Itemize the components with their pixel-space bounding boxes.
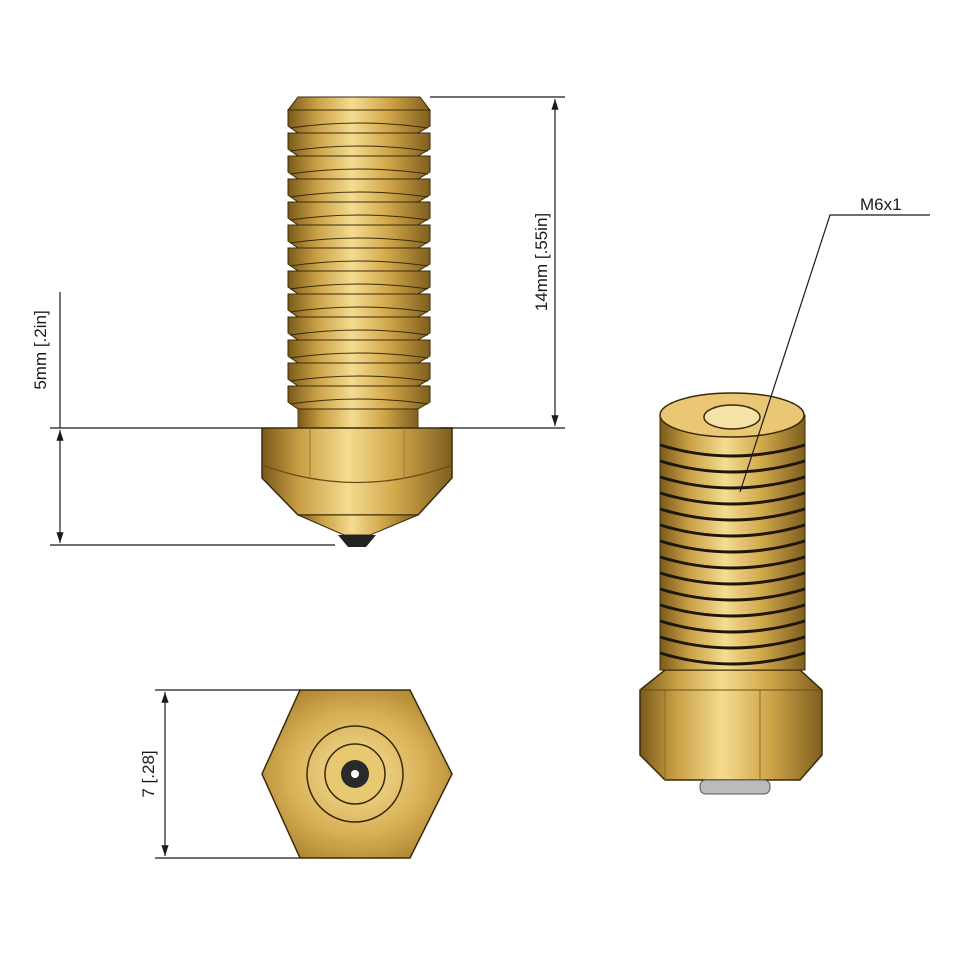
iso-thread-groove <box>659 555 806 570</box>
side-thread-crest <box>287 132 431 157</box>
side-dimensions <box>50 96 565 546</box>
iso-thread-groove <box>659 603 806 618</box>
iso-bore <box>703 404 761 430</box>
side-thread-crest <box>287 109 431 134</box>
iso-thread-groove <box>659 507 806 522</box>
thread-length-label: 14mm [.55in] <box>532 213 551 311</box>
bottom-view <box>261 689 453 859</box>
side-thread-crest <box>287 316 431 341</box>
iso-thread-groove <box>659 587 806 602</box>
iso-thread <box>659 443 806 666</box>
side-thread-crest <box>287 270 431 295</box>
side-thread-crest <box>287 339 431 364</box>
nozzle-tip <box>338 535 376 547</box>
tip-length-label: 5mm [.2in] <box>31 310 50 389</box>
iso-thread-groove <box>659 635 806 650</box>
iso-thread-groove <box>659 651 806 666</box>
side-thread-crest <box>287 155 431 180</box>
hex-size-label: 7 [.28] <box>139 750 158 797</box>
thread-spec-label: M6x1 <box>860 195 902 214</box>
side-thread-crest <box>287 201 431 226</box>
side-thread-crest <box>287 178 431 203</box>
side-thread-crest <box>287 385 431 410</box>
side-thread-crest <box>287 362 431 387</box>
iso-thread-groove <box>659 443 806 458</box>
iso-view <box>639 392 823 795</box>
iso-hex <box>639 669 823 781</box>
side-thread-crest <box>287 224 431 249</box>
iso-thread-groove <box>659 571 806 586</box>
iso-thread-groove <box>659 539 806 554</box>
side-hex <box>261 427 453 516</box>
hex-dimensions <box>155 689 300 859</box>
side-cone <box>297 514 419 536</box>
side-thread <box>286 96 432 410</box>
iso-thread-groove <box>659 619 806 634</box>
iso-thread-groove <box>659 475 806 490</box>
iso-thread-groove <box>659 523 806 538</box>
side-thread-crest <box>287 247 431 272</box>
iso-thread-groove <box>659 491 806 506</box>
iso-thread-groove <box>659 459 806 474</box>
side-thread-crest <box>287 293 431 318</box>
side-view <box>261 96 453 547</box>
thread-leader <box>739 214 930 493</box>
iso-tip <box>699 779 771 795</box>
